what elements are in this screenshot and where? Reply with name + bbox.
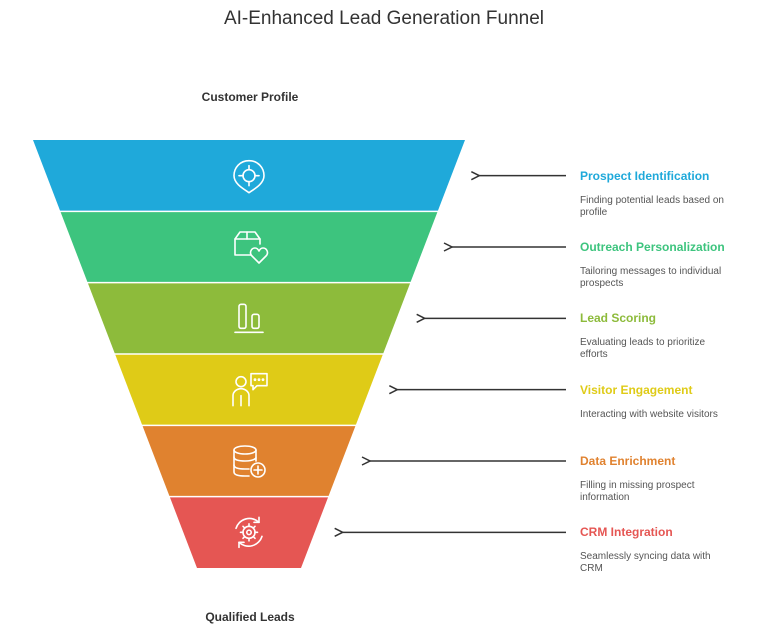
stage-title: Data Enrichment [580,454,676,468]
bar-chart-icon [234,303,264,334]
database-add-icon [233,445,266,478]
funnel-bottom-label: Qualified Leads [205,610,295,624]
package-heart-icon [234,231,269,264]
funnel-top-label: Customer Profile [201,90,299,104]
stage-description: Interacting with website visitors [580,408,718,420]
stage-title: CRM Integration [580,525,673,540]
diagram-title: AI-Enhanced Lead Generation Funnel [223,8,545,29]
location-target-icon [233,159,265,194]
stage-description: Seamlessly syncing data with CRM [580,551,711,575]
funnel-stage-1 [33,140,465,211]
stage-description: Evaluating leads to prioritize efforts [580,337,706,361]
person-chat-icon [232,372,268,407]
stage-description: Finding potential leads based on profile [580,194,724,218]
funnel-stage-3 [87,283,411,354]
funnel-stage-4 [115,354,383,425]
funnel-stage-6 [169,497,329,568]
funnel-stage-2 [60,212,438,282]
gear-sync-icon [235,516,263,549]
stage-title: Outreach Personalization [580,240,725,254]
stage-title: Visitor Engagement [580,382,693,397]
stage-title: Prospect Identification [580,168,710,183]
stage-title: Lead Scoring [580,311,657,326]
stage-description: Filling in missing prospect information [580,480,695,503]
stage-description: Tailoring messages to individual prospec… [580,266,722,289]
